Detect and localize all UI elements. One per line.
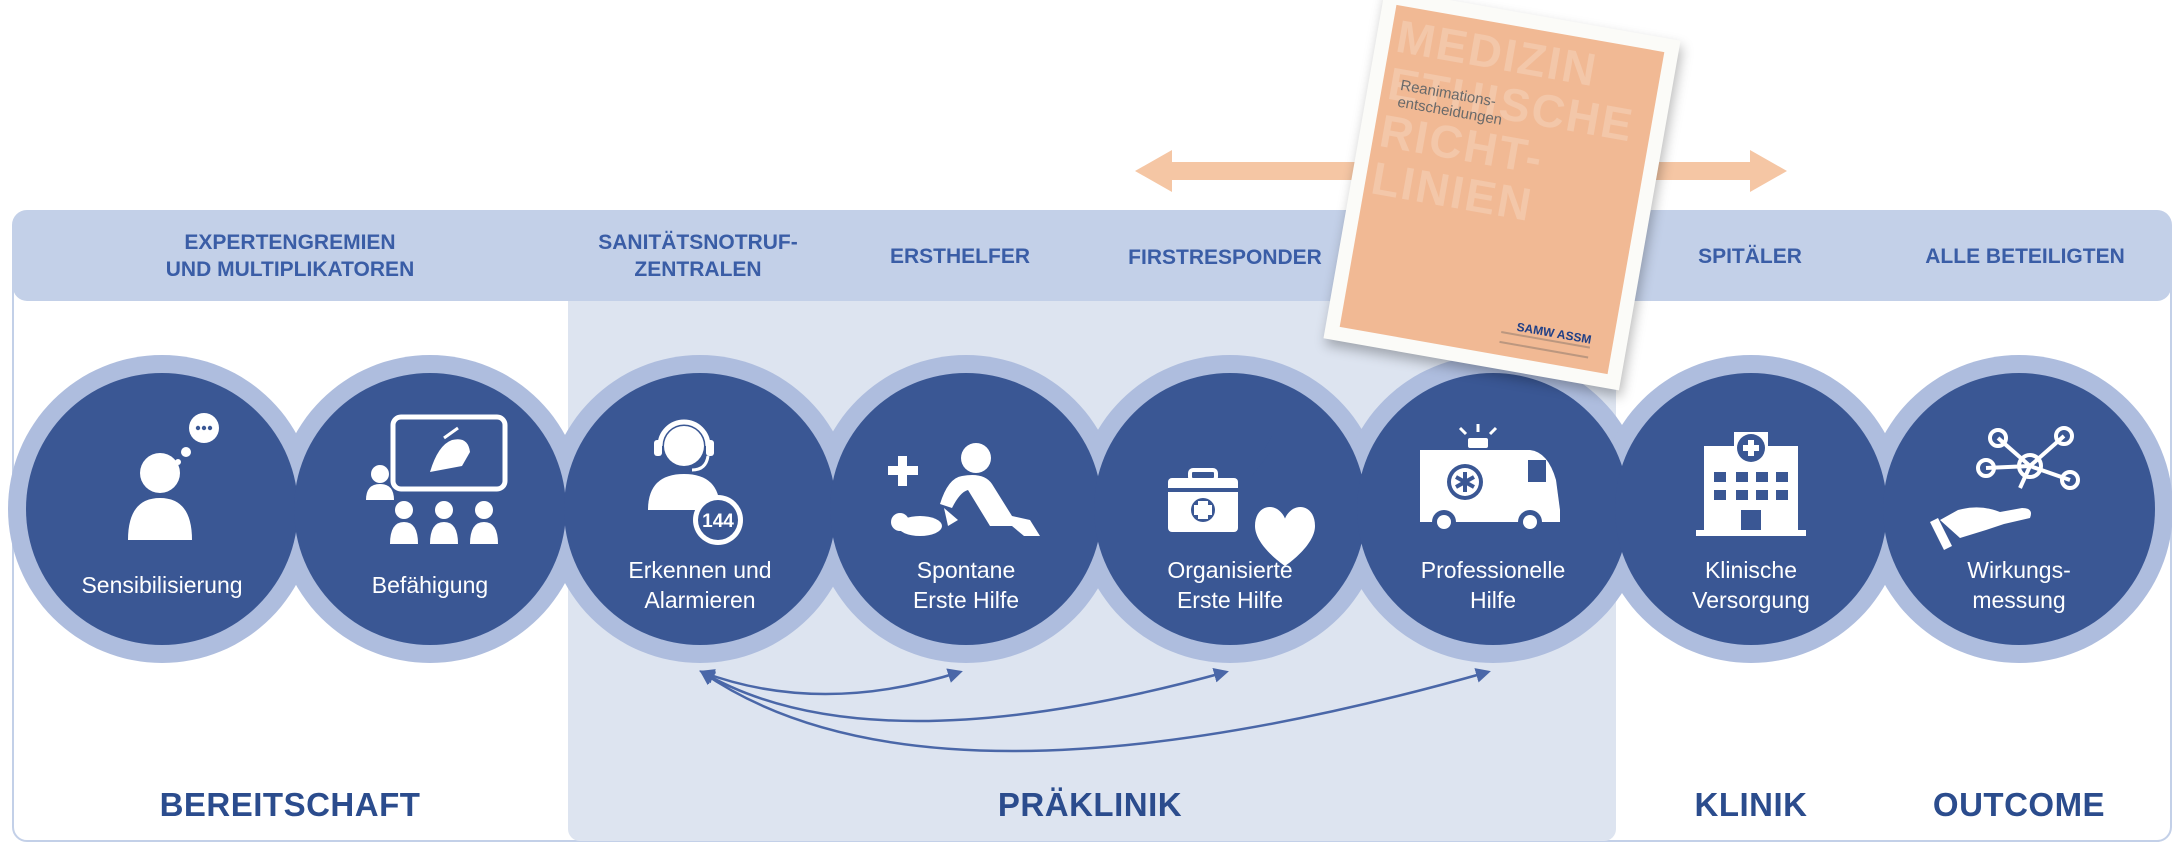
disc-spontane bbox=[830, 373, 1102, 645]
circle-label-professionelle: Professionelle Hilfe bbox=[1420, 557, 1566, 613]
operator-headset-144-icon: 144 bbox=[648, 419, 743, 545]
header-spitaeler: SPITÄLER bbox=[1698, 245, 1802, 268]
booklet-background-words: MEDIZIN ETHISCHE RICHT- LINIEN bbox=[1367, 9, 1639, 232]
person-speech-bubble-icon bbox=[128, 413, 219, 540]
network-hand-icon bbox=[1930, 426, 2080, 550]
arrow-right bbox=[1645, 150, 1787, 192]
phase-praeklinik: PRÄKLINIK bbox=[997, 786, 1183, 823]
hospital-building-icon bbox=[1696, 432, 1806, 536]
phase-klinik: KLINIK bbox=[1694, 786, 1808, 823]
circle-label-spontane: Spontane Erste Hilfe bbox=[912, 557, 1020, 613]
first-aid-kit-aed-heart-icon bbox=[1168, 436, 1315, 566]
cpr-first-aid-icon bbox=[888, 443, 1040, 536]
disc-befaehigung bbox=[294, 373, 566, 645]
circle-label-wirkung: Wirkungs- messung bbox=[1967, 557, 2071, 613]
header-firstresponder: FIRSTRESPONDER bbox=[1128, 246, 1322, 269]
circle-label-klinische: Klinische Versorgung bbox=[1692, 557, 1810, 613]
circle-label-erkennen: Erkennen und Alarmieren bbox=[628, 557, 772, 613]
arrow-erkennen-organisierte bbox=[699, 667, 1229, 723]
classroom-training-icon bbox=[366, 414, 508, 544]
interaction-arrows bbox=[699, 667, 1491, 753]
booklet-cover: MEDIZIN ETHISCHE RICHT- LINIEN Reanimati… bbox=[1339, 4, 1665, 375]
header-alle-beteiligten: ALLE BETEILIGTEN bbox=[1925, 245, 2125, 268]
phase-bereitschaft: BEREITSCHAFT bbox=[159, 786, 421, 823]
ambulance-icon bbox=[1420, 424, 1560, 534]
header-sanitaetsnotruf: SANITÄTSNOTRUF- ZENTRALEN bbox=[598, 231, 798, 281]
arrow-erkennen-professionelle bbox=[699, 668, 1491, 753]
circle-label-sensibilisierung: Sensibilisierung bbox=[81, 572, 243, 598]
arrow-left bbox=[1135, 150, 1362, 192]
phase-outcome: OUTCOME bbox=[1932, 786, 2106, 823]
badge-144-text: 144 bbox=[702, 511, 734, 532]
circle-label-befaehigung: Befähigung bbox=[371, 572, 489, 598]
guideline-booklet: MEDIZIN ETHISCHE RICHT- LINIEN Reanimati… bbox=[1323, 0, 1681, 391]
header-expertengremien: EXPERTENGREMIEN UND MULTIPLIKATOREN bbox=[165, 231, 415, 281]
circle-label-organisierte: Organisierte Erste Hilfe bbox=[1167, 557, 1293, 613]
book-arrows bbox=[1135, 150, 1787, 192]
header-ersthelfer: ERSTHELFER bbox=[889, 245, 1030, 268]
